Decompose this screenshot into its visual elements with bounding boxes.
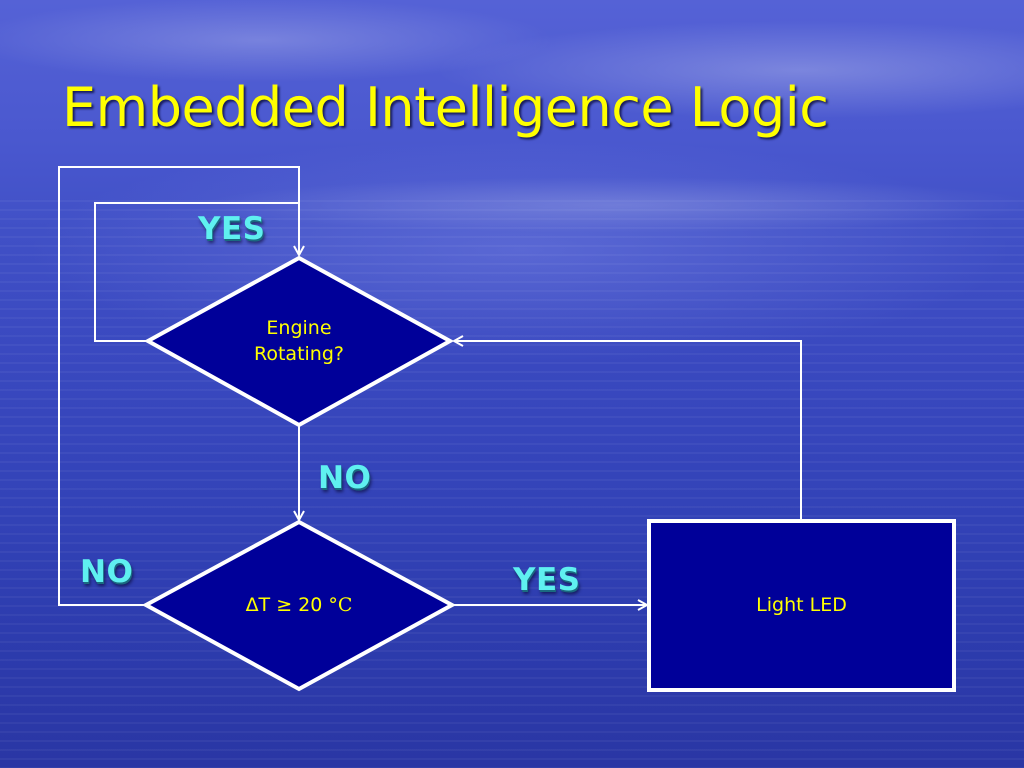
light-led-box (647, 519, 956, 692)
delta-t-label: ΔT ≥ 20 °C (200, 585, 398, 627)
light-led-label: Light LED (651, 523, 952, 688)
delta-t-unit: °C (328, 594, 353, 617)
engine-rotating-diamond (143, 255, 455, 428)
edge-label-temp-yes: YES (513, 562, 581, 598)
connector-led-return (454, 341, 802, 521)
connector-engine-yes-loop (94, 202, 299, 342)
edge-label-temp-no: NO (80, 554, 134, 590)
engine-label-line1: Engine (266, 317, 332, 340)
edge-label-engine-yes: YES (198, 211, 266, 247)
engine-label-line2: Rotating? (254, 343, 344, 365)
page-title: Embedded Intelligence Logic (62, 76, 829, 139)
connector-temp-no-loop (58, 166, 300, 606)
engine-rotating-label: Engine Rotating? (200, 300, 398, 384)
edge-label-engine-no: NO (318, 460, 372, 496)
delta-t-diamond (141, 519, 457, 692)
delta-t-expression: ΔT ≥ 20 (245, 594, 329, 617)
light-led-text: Light LED (756, 593, 847, 616)
